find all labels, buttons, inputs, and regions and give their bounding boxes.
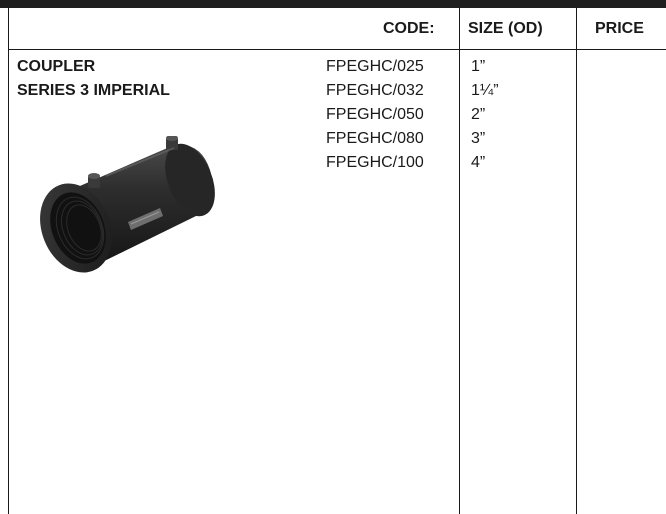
electrofusion-coupler-image xyxy=(40,136,215,273)
product-code: FPEGHC/032 xyxy=(326,82,424,99)
top-bar xyxy=(0,0,666,8)
price-column-header: PRICE xyxy=(595,20,644,37)
product-series: SERIES 3 IMPERIAL xyxy=(17,82,170,99)
product-size: 4” xyxy=(471,154,486,171)
product-code: FPEGHC/080 xyxy=(326,130,424,147)
left-border xyxy=(8,8,9,514)
header-bottom-rule xyxy=(8,49,666,50)
product-code: FPEGHC/100 xyxy=(326,154,424,171)
code-column-header: CODE: xyxy=(383,20,435,37)
product-size: 3” xyxy=(471,130,486,147)
product-size: 1” xyxy=(471,58,486,75)
product-code: FPEGHC/050 xyxy=(326,106,424,123)
product-code: FPEGHC/025 xyxy=(326,58,424,75)
size-column-left-rule xyxy=(459,8,460,514)
product-name: COUPLER xyxy=(17,58,96,75)
price-column-left-rule xyxy=(576,8,577,514)
product-size: 1¼” xyxy=(471,82,499,99)
size-column-header: SIZE (OD) xyxy=(468,20,543,37)
product-size: 2” xyxy=(471,106,486,123)
